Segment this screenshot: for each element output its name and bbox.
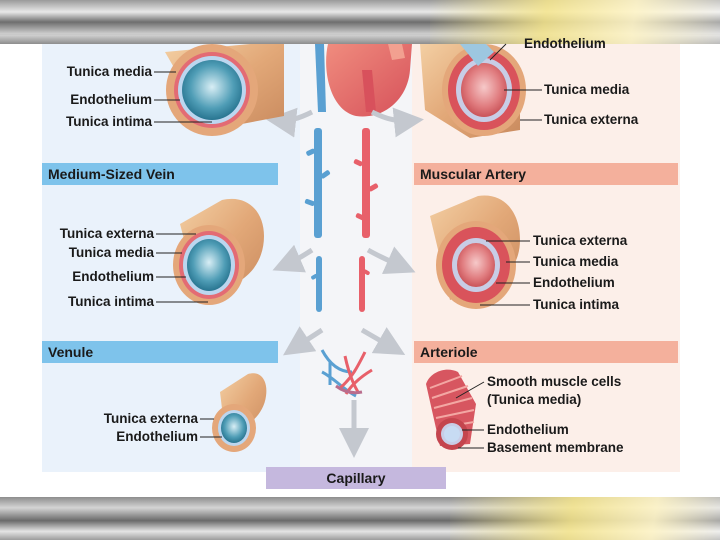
venule-endothelium-label: Endothelium — [116, 429, 198, 444]
arteriole-endothelium-label: Endothelium — [487, 422, 569, 437]
capillary-heading: Capillary — [266, 467, 446, 489]
leader-lines — [154, 43, 542, 449]
venule-tunica-externa-label: Tunica externa — [103, 411, 198, 426]
large-vein-tunica-intima-label: Tunica intima — [65, 114, 152, 129]
flow-arrows — [266, 107, 424, 458]
large-vein-cross-section — [165, 44, 284, 136]
arteriole-cross-section — [426, 369, 476, 450]
elastic-artery-tunica-media-label: Tunica media — [544, 82, 630, 97]
venule-heading: Venule — [42, 341, 278, 363]
muscular-artery-tunica-externa-label: Tunica externa — [533, 233, 628, 248]
muscular-artery-tunica-media-label: Tunica media — [533, 254, 619, 269]
muscular-artery-cross-section — [430, 195, 520, 309]
bottom-gold-accent — [450, 497, 720, 540]
capillary-network — [320, 349, 373, 398]
central-artery-tree — [353, 128, 379, 312]
medium-vein-tunica-externa-label: Tunica externa — [59, 226, 154, 241]
muscular-artery-endothelium-label: Endothelium — [533, 275, 615, 290]
muscular-artery-heading: Muscular Artery — [414, 163, 678, 185]
medium-vein-cross-section — [173, 198, 264, 305]
venule-cross-section — [212, 373, 267, 452]
arteriole-heading: Arteriole — [414, 341, 678, 363]
medium-vein-tunica-intima-label: Tunica intima — [67, 294, 154, 309]
central-vein-tree — [304, 128, 331, 312]
arteriole-tunica-media-label: (Tunica media) — [487, 392, 582, 407]
medium-vein-heading: Medium-Sized Vein — [42, 163, 278, 185]
medium-vein-endothelium-label: Endothelium — [72, 269, 154, 284]
elastic-artery-tunica-externa-label: Tunica externa — [544, 112, 639, 127]
heart-illustration — [315, 44, 412, 117]
arteriole-smooth-muscle-label: Smooth muscle cells — [487, 374, 622, 389]
muscular-artery-tunica-intima-label: Tunica intima — [533, 297, 620, 312]
top-accent-overlay — [430, 0, 720, 34]
large-vein-tunica-media-label: Tunica media — [66, 64, 152, 79]
large-vein-endothelium-label: Endothelium — [70, 92, 152, 107]
elastic-artery-cross-section — [420, 44, 526, 138]
medium-vein-tunica-media-label: Tunica media — [68, 245, 154, 260]
arteriole-basement-membrane-label: Basement membrane — [487, 440, 624, 455]
endothelium-top-label: Endothelium — [524, 36, 606, 51]
